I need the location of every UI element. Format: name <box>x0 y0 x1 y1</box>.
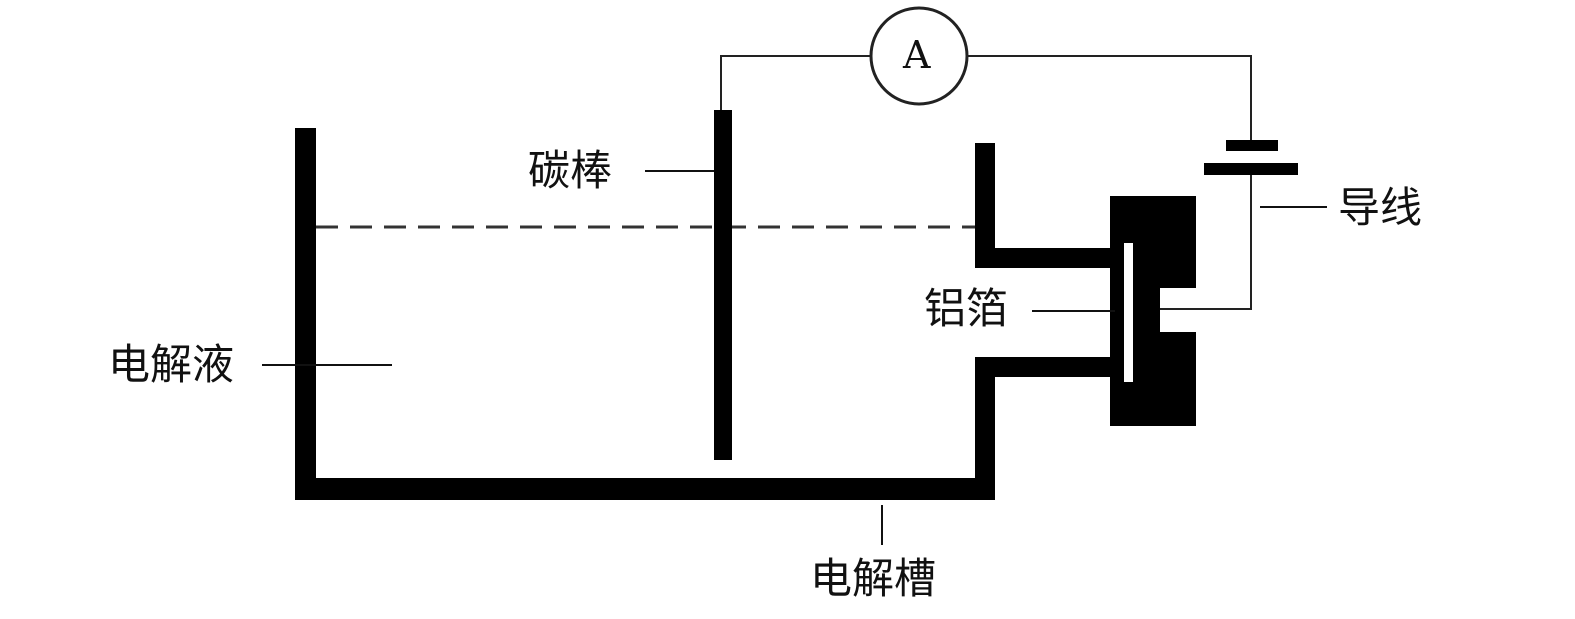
battery-long-plate <box>1204 163 1298 175</box>
wire-right <box>968 55 1252 140</box>
carbon-rod <box>714 110 732 460</box>
tank-left-wall <box>295 128 316 500</box>
ammeter-label: A <box>903 33 931 77</box>
tank-arm-upper <box>975 248 1115 268</box>
tank-bottom <box>295 478 995 500</box>
wire-left <box>720 55 870 110</box>
tank-right-wall-lower <box>975 357 995 500</box>
ammeter <box>869 6 969 106</box>
aluminum-foil <box>1124 243 1133 382</box>
battery-short-plate <box>1226 140 1278 151</box>
wire-battery-to-foil <box>1160 175 1252 310</box>
aluminum-foil-label: 铝箔 <box>924 284 1009 333</box>
electrolyte-label: 电解液 <box>108 340 235 389</box>
tank-right-wall-upper <box>975 143 995 268</box>
clamp-block <box>1110 196 1196 426</box>
electrolytic-cell-label: 电解槽 <box>810 554 937 603</box>
wire-label: 导线 <box>1338 183 1423 232</box>
carbon-rod-label: 碳棒 <box>528 146 613 195</box>
tank-arm-lower <box>975 357 1115 377</box>
